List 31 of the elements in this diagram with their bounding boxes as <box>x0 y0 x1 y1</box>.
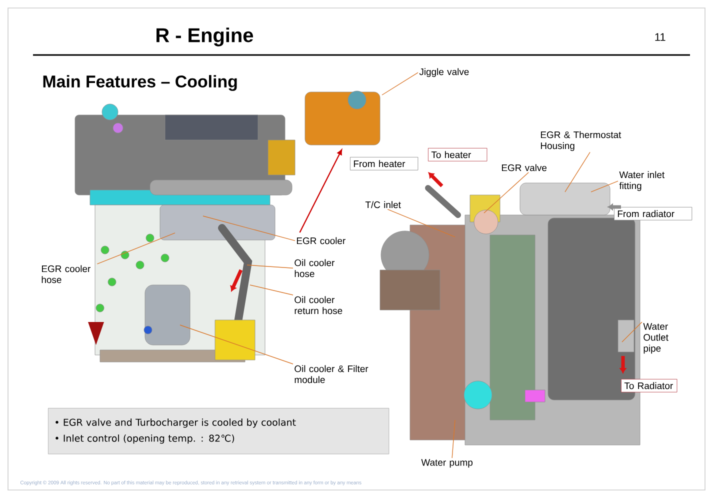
leader-line <box>387 208 456 238</box>
part-label: EGR cooler <box>296 237 346 244</box>
flow-label-box: From heater <box>350 156 418 170</box>
leader-line <box>484 172 529 214</box>
part-label: Water Outlet pipe <box>643 323 668 354</box>
leader-line <box>246 264 294 268</box>
leader-line <box>96 232 176 264</box>
arrow <box>299 149 342 233</box>
part-label: Jiggle valve <box>419 68 469 77</box>
flow-label-box: To heater <box>428 148 488 162</box>
leader-line <box>382 72 418 96</box>
part-label: Oil cooler return hose <box>294 296 342 314</box>
flow-label-box: To Radiator <box>621 378 678 392</box>
part-label: T/C inlet <box>365 201 401 208</box>
leader-line <box>202 216 296 241</box>
leader-line <box>452 420 456 458</box>
leader-line <box>180 324 294 364</box>
valve-drawing <box>304 90 380 146</box>
flow-label-box: From radiator <box>614 206 692 220</box>
part-label: Oil cooler & Filter module <box>294 365 368 384</box>
slide-title: R - Engine <box>156 28 254 46</box>
note-box: • EGR valve and Turbocharger is cooled by coolant • Inlet control (opening temp. : 82℃) <box>48 408 390 454</box>
part-label: EGR & Thermostat Housing <box>540 131 622 151</box>
page-number: 11 <box>655 33 666 41</box>
part-label: Oil cooler hose <box>294 259 335 278</box>
leader-line <box>250 284 294 296</box>
leader-line <box>564 152 590 192</box>
part-label: EGR cooler hose <box>42 265 90 284</box>
part-label: Water pump <box>421 459 473 468</box>
part-label: EGR valve <box>502 164 547 172</box>
part-label: Water inlet fitting <box>619 171 665 191</box>
